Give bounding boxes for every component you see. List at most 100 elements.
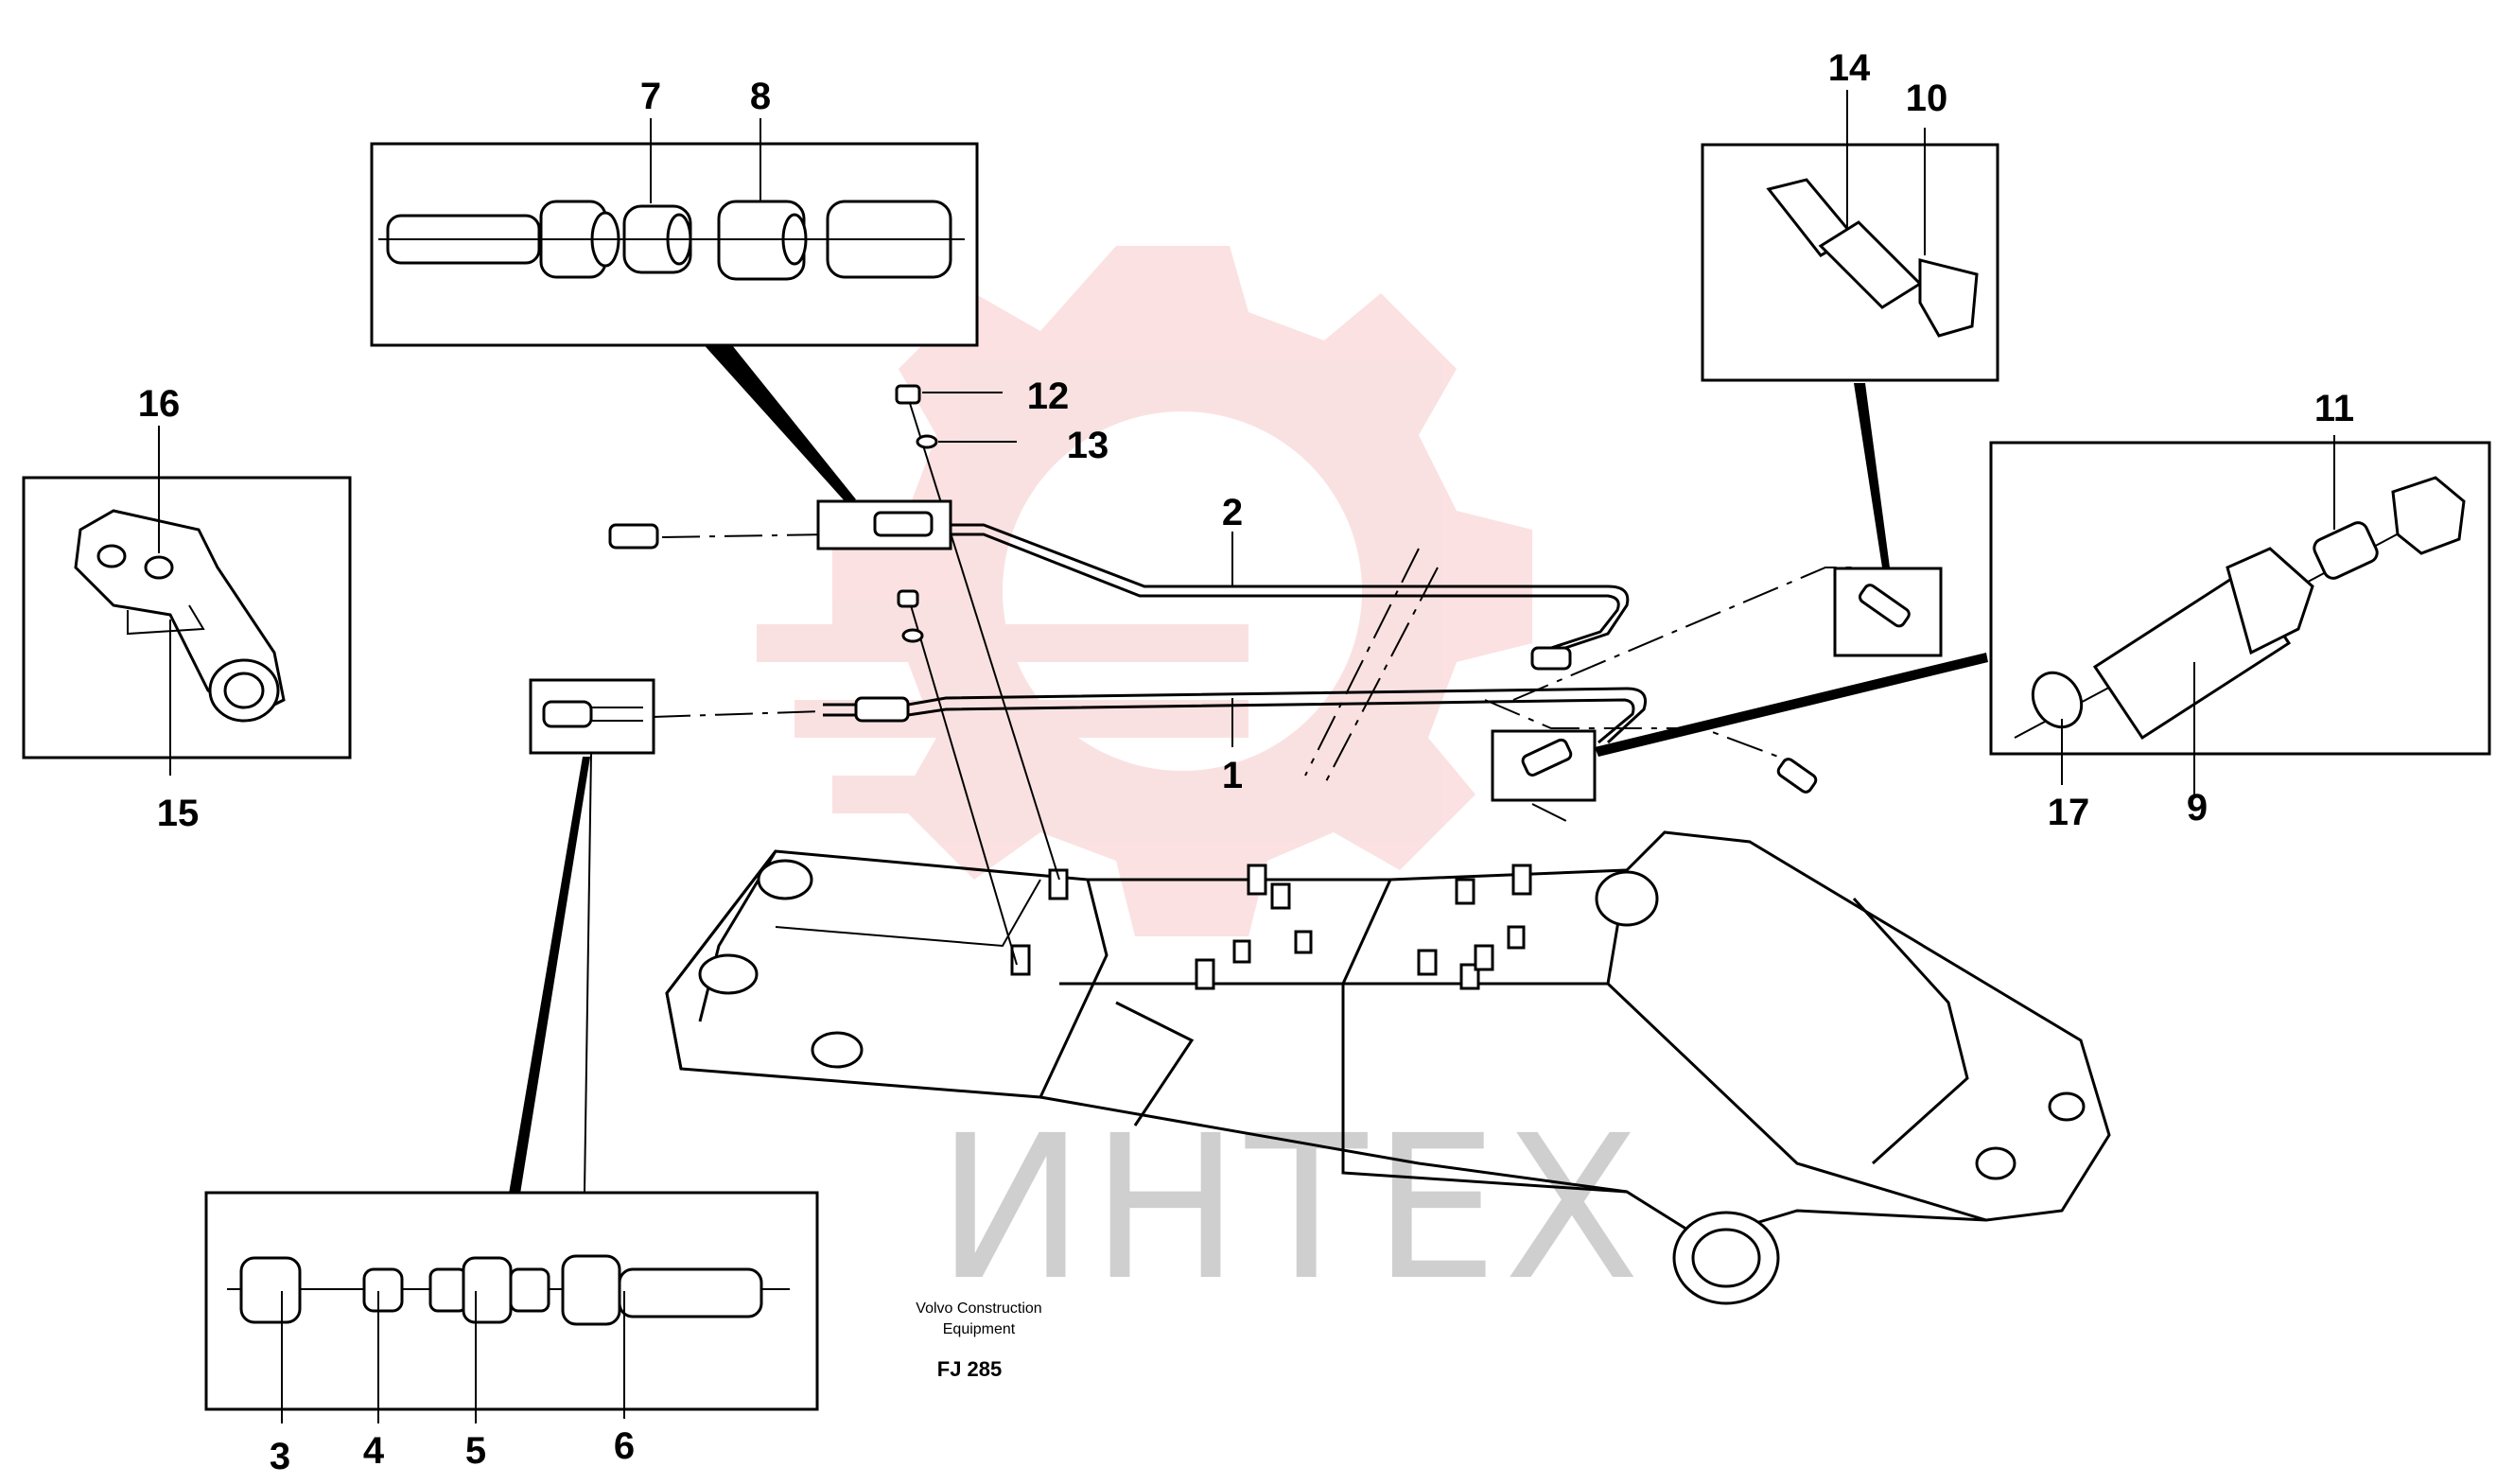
boom-arm (665, 830, 2111, 1305)
watermark-bar-3 (832, 776, 1248, 813)
label-1: 1 (1222, 755, 1243, 796)
bracket-hole-2 (144, 555, 174, 580)
centerline (1484, 699, 1779, 758)
bolt-12 (895, 384, 921, 405)
pipe-clamp (1195, 958, 1215, 990)
boom-rear-section (1625, 830, 2111, 1241)
bolt-axis (907, 396, 1060, 881)
boom-panel-line (775, 879, 1041, 948)
pipe-clamp (1294, 930, 1313, 954)
boom-side-hole (811, 1031, 864, 1069)
rear-pivot-bushing-inner (1691, 1228, 1761, 1288)
centerline (1323, 567, 1439, 786)
watermark-text: ИНТЕХ (936, 1092, 1646, 1324)
pipe-clamp (1417, 949, 1438, 976)
centerline (661, 533, 833, 538)
pipe-clamp (1247, 864, 1267, 896)
pipe-clamp (1455, 878, 1475, 905)
pipe-clamp (1232, 939, 1251, 964)
bolt-lower (897, 589, 919, 608)
boom-rear-ridge (1852, 897, 1969, 1165)
label-6: 6 (614, 1425, 635, 1467)
clip-17 (2031, 671, 2084, 729)
caption-manufacturer-line1: Volvo Construction (916, 1301, 1041, 1317)
front-lug-lower (698, 953, 759, 995)
small-detail-left (509, 678, 655, 1194)
label-2: 2 (1222, 492, 1243, 533)
union-5-thread-right (509, 1267, 550, 1313)
label-9: 9 (2187, 787, 2208, 829)
centerline (1304, 548, 1420, 777)
washer-lower (901, 628, 924, 643)
caption-figure-code: FJ 285 (937, 1357, 1003, 1381)
union-5-thread-left (428, 1267, 468, 1313)
tube-6 (618, 1267, 763, 1318)
pipe-clamp (1474, 944, 1494, 971)
boom-inner-ridge (1115, 1001, 1195, 1126)
detail-fitting (873, 511, 934, 537)
watermark-bar-1 (757, 624, 1248, 662)
sleeve-4 (362, 1267, 404, 1313)
bracket-roller-inner (223, 672, 265, 709)
front-lug-upper (757, 859, 813, 900)
pipe-1 (823, 687, 1647, 744)
label-17: 17 (2048, 792, 2090, 833)
label-10: 10 (1906, 78, 1948, 119)
pipe-1-inner (823, 698, 1635, 744)
detail-fitting (1521, 738, 1573, 777)
detail-leader (584, 752, 592, 1193)
detail-fitting (542, 700, 593, 728)
callout-wedge (700, 340, 856, 503)
pipe-clamp (1010, 944, 1031, 976)
centerline (652, 710, 824, 718)
washer-13 (916, 434, 938, 449)
centerline (1531, 803, 1571, 824)
watermark-gear (757, 246, 1532, 936)
label-4: 4 (363, 1430, 385, 1472)
label-8: 8 (750, 76, 771, 117)
connector-nut-10 (1918, 258, 1979, 338)
rear-pivot-small (1975, 1146, 2016, 1180)
detail-fitting (1859, 584, 1911, 628)
label-16: 16 (138, 383, 181, 425)
bracket-clip (127, 604, 205, 636)
label-14: 14 (1828, 47, 1871, 89)
detail-box-3-6 (204, 1191, 819, 1423)
boom-rear-face (1606, 982, 1987, 1222)
pipe-clamp (1270, 882, 1291, 910)
small-detail-right-top (1833, 383, 1943, 657)
detail-box-7-8 (370, 118, 979, 503)
small-detail-upper (816, 499, 952, 550)
nut-3 (239, 1256, 302, 1324)
callout-wedge (1595, 653, 1988, 757)
bracket-hole-1 (96, 544, 127, 568)
caption-manufacturer-line2: Equipment (943, 1321, 1016, 1337)
pipe-2 (927, 523, 1630, 655)
small-detail-right (1491, 653, 1988, 802)
label-15: 15 (157, 793, 200, 834)
detail-box-15-16 (22, 426, 352, 776)
label-7: 7 (640, 76, 661, 117)
pipe-fitting (854, 696, 910, 723)
union-5-hex (462, 1256, 513, 1324)
pipe-clamp (1048, 868, 1069, 900)
centerline (1512, 567, 1854, 701)
tube-6-nut (561, 1254, 621, 1326)
detail-tube (591, 707, 643, 722)
detail-box-9-11-17 (1989, 435, 2491, 794)
pipe-clamp (1507, 925, 1526, 950)
detail-frame (1491, 729, 1597, 802)
callout-wedge (1854, 383, 1890, 567)
label-3: 3 (270, 1436, 290, 1477)
callout-wedge (509, 757, 590, 1194)
label-11: 11 (2314, 388, 2354, 429)
watermark-gear-hole (1003, 411, 1362, 771)
cylinder-9-nut (2226, 547, 2314, 655)
pipe-2-inner (927, 532, 1620, 650)
loose-fitting (1776, 758, 1818, 794)
label-12: 12 (1027, 375, 1070, 417)
rear-pivot-upper (1595, 870, 1659, 927)
detail-box-10-14 (1701, 90, 1999, 382)
label-13: 13 (1067, 425, 1109, 466)
